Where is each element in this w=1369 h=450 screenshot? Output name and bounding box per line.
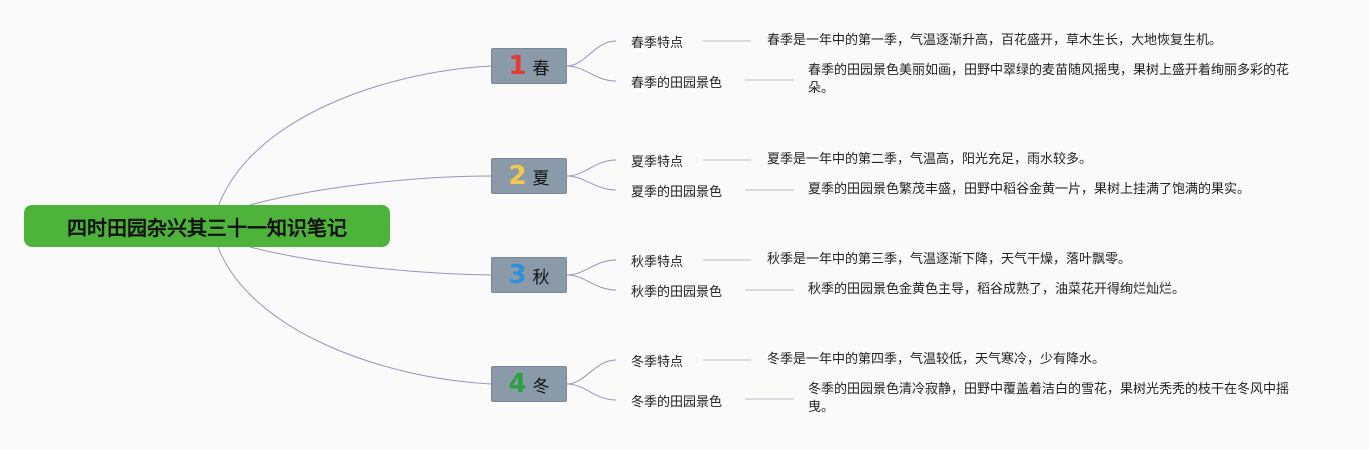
season-number-spring: 1 [508, 51, 527, 81]
connector-root-spring [217, 65, 492, 208]
winter-features-label[interactable]: 冬季特点 [631, 355, 684, 370]
season-name-summer: 夏 [532, 168, 550, 189]
connector-summer-scenery [566, 175, 617, 191]
spring-scenery-label[interactable]: 春季的田园景色 [631, 76, 723, 91]
winter-features-text: 冬季是一年中的第四季，气温较低，天气寒冷，少有降水。 [767, 352, 1106, 367]
autumn-features-text: 秋季是一年中的第三季，气温逐渐下降，天气干燥，落叶飘零。 [767, 252, 1132, 267]
connector-root-summer [249, 175, 492, 206]
season-node-summer[interactable]: 2 夏 [491, 158, 567, 194]
summer-scenery-text: 夏季的田园景色繁茂丰盛，田野中稻谷金黄一片，果树上挂满了饱满的果实。 [808, 182, 1251, 197]
season-node-spring[interactable]: 1 春 [491, 48, 567, 84]
winter-scenery-label[interactable]: 冬季的田园景色 [631, 395, 723, 410]
connector-winter-scenery [566, 383, 617, 401]
connector-autumn-scenery [566, 274, 617, 291]
autumn-scenery-text: 秋季的田园景色金黄色主导，稻谷成熟了，油菜花开得绚烂灿烂。 [808, 282, 1186, 297]
connector-autumn-features [566, 259, 617, 276]
root-title: 四时田园杂兴其三十一知识笔记 [67, 215, 347, 240]
spring-features-label[interactable]: 春季特点 [631, 36, 684, 51]
summer-scenery-label[interactable]: 夏季的田园景色 [631, 185, 723, 200]
autumn-scenery-label[interactable]: 秋季的田园景色 [631, 285, 723, 300]
season-number-summer: 2 [508, 161, 527, 191]
autumn-features-label[interactable]: 秋季特点 [631, 255, 684, 270]
connector-spring-scenery [566, 65, 617, 82]
season-name-autumn: 秋 [532, 267, 550, 288]
spring-scenery-text: 春季的田园景色美丽如画，田野中翠绿的麦苗随风摇曳，果树上盛开着绚丽多彩的花朵。 [808, 63, 1290, 96]
spring-features-text: 春季是一年中的第一季，气温逐渐升高，百花盛开，草木生长，大地恢复生机。 [767, 33, 1223, 48]
summer-features-label[interactable]: 夏季特点 [631, 155, 684, 170]
summer-features-text: 夏季是一年中的第二季，气温高，阳光充足，雨水较多。 [767, 152, 1093, 167]
season-node-winter[interactable]: 4 冬 [491, 366, 567, 402]
connector-summer-features [566, 159, 617, 177]
season-name-spring: 春 [532, 58, 550, 79]
season-number-autumn: 3 [508, 260, 527, 290]
root-node[interactable]: 四时田园杂兴其三十一知识笔记 [24, 205, 390, 247]
connector-root-winter [217, 246, 492, 385]
season-node-autumn[interactable]: 3 秋 [491, 257, 567, 293]
connector-spring-features [566, 40, 617, 67]
connector-winter-features [566, 359, 617, 385]
winter-scenery-text: 冬季的田园景色清冷寂静，田野中覆盖着洁白的雪花，果树光秃秃的枝干在冬风中摇曳。 [808, 382, 1290, 415]
connector-root-autumn [249, 246, 492, 276]
season-name-winter: 冬 [532, 376, 550, 397]
season-number-winter: 4 [508, 369, 527, 399]
